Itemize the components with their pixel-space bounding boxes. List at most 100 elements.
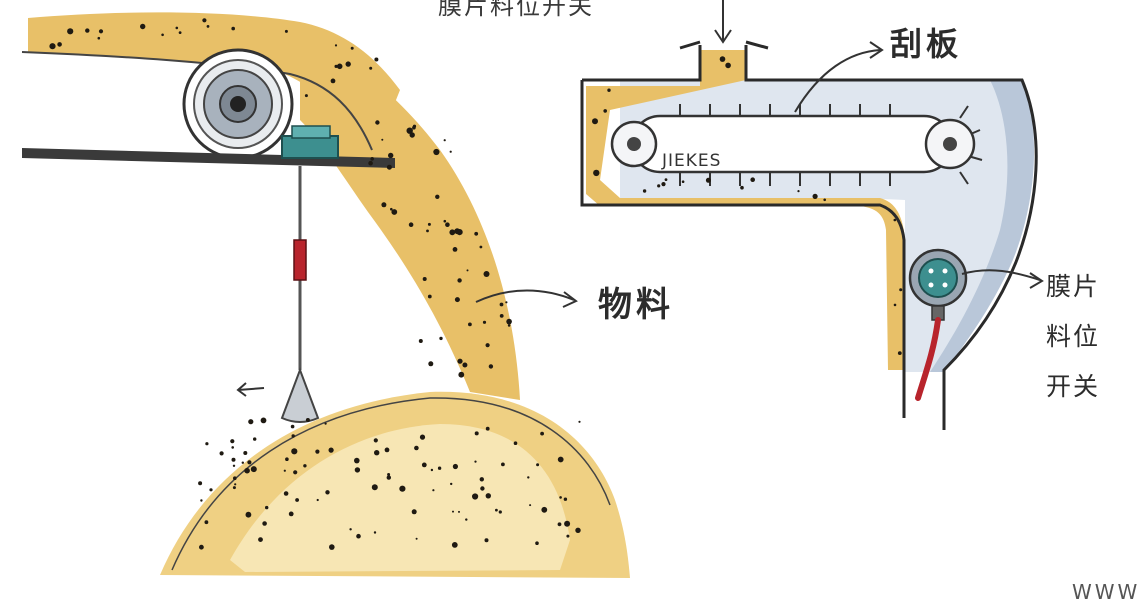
material-speck xyxy=(472,493,478,499)
material-speck xyxy=(200,499,202,501)
material-speck xyxy=(428,223,431,226)
material-speck xyxy=(303,464,306,467)
material-speck xyxy=(420,435,425,440)
material-speck xyxy=(331,79,336,84)
material-label: 物料 xyxy=(598,288,674,324)
material-speck xyxy=(374,450,379,455)
material-speck xyxy=(457,359,462,364)
material-speck xyxy=(433,149,439,155)
material-speck xyxy=(797,190,799,192)
material-speck xyxy=(536,463,539,466)
material-speck xyxy=(251,466,257,472)
material-speck xyxy=(505,301,507,303)
material-speck xyxy=(894,219,897,222)
material-speck xyxy=(559,496,562,499)
material-speck xyxy=(592,118,598,124)
material-speck xyxy=(387,165,392,170)
material-speck xyxy=(457,229,463,235)
material-speck xyxy=(823,199,826,202)
material-speck xyxy=(244,468,250,474)
material-speck xyxy=(98,37,101,40)
material-speck xyxy=(368,161,373,166)
left-sprocket xyxy=(612,122,656,166)
material-speck xyxy=(725,63,731,69)
material-speck xyxy=(455,297,460,302)
material-speck xyxy=(495,509,498,512)
material-speck xyxy=(657,184,660,187)
material-speck xyxy=(508,324,511,327)
material-speck xyxy=(356,534,361,539)
material-speck xyxy=(387,475,391,479)
material-speck xyxy=(603,109,607,113)
material-speck xyxy=(453,247,458,252)
material-speck xyxy=(462,363,467,368)
material-speck xyxy=(458,372,464,378)
material-speck xyxy=(258,537,263,542)
material-speck xyxy=(457,278,461,282)
material-speck xyxy=(898,351,902,355)
material-speck xyxy=(412,509,417,514)
material-speck xyxy=(315,450,319,454)
material-speck xyxy=(293,470,297,474)
material-speck xyxy=(439,337,442,340)
material-speck xyxy=(85,28,89,32)
material-speck xyxy=(349,528,351,530)
tilt-switch-box xyxy=(282,126,338,158)
material-speck xyxy=(426,230,429,233)
material-speck xyxy=(306,418,310,422)
watermark-text: WWW xyxy=(1072,582,1140,603)
material-speck xyxy=(374,438,378,442)
material-speck xyxy=(564,521,570,527)
material-speck xyxy=(593,170,599,176)
material-speck xyxy=(643,189,646,192)
material-speck xyxy=(295,498,299,502)
material-speck xyxy=(566,535,569,538)
material-speck xyxy=(57,42,62,47)
material-speck xyxy=(423,277,427,281)
material-speck xyxy=(385,448,390,453)
inlet-flange xyxy=(680,42,768,48)
inlet-arrow xyxy=(715,0,731,42)
material-speck xyxy=(370,157,374,161)
material-speck xyxy=(354,458,360,464)
scraper-label: 刮板 xyxy=(890,28,962,62)
material-speck xyxy=(486,427,490,431)
material-speck xyxy=(445,222,450,227)
material-speck xyxy=(428,361,433,366)
material-speck xyxy=(291,448,297,454)
cone-weight xyxy=(282,370,318,422)
material-speck xyxy=(527,476,529,478)
material-speck xyxy=(428,295,432,299)
material-speck xyxy=(474,461,476,463)
material-speck xyxy=(506,319,512,325)
material-speck xyxy=(285,457,289,461)
material-speck xyxy=(284,470,286,472)
material-speck xyxy=(231,27,235,31)
material-speck xyxy=(49,43,55,49)
material-speck xyxy=(529,504,531,506)
swing-arrow xyxy=(238,383,264,396)
rod-spring xyxy=(294,240,306,280)
material-speck xyxy=(325,423,327,425)
material-speck xyxy=(388,153,393,158)
material-speck xyxy=(289,512,294,517)
material-speck xyxy=(355,467,360,472)
right-sprocket xyxy=(926,120,974,168)
material-speck xyxy=(444,139,446,141)
material-speck xyxy=(253,437,256,440)
material-speck xyxy=(409,222,414,227)
material-speck xyxy=(335,65,338,68)
material-speck xyxy=(374,58,378,62)
material-speck xyxy=(412,126,416,130)
material-speck xyxy=(483,321,486,324)
material-speck xyxy=(475,431,479,435)
material-speck xyxy=(489,364,493,368)
material-speck xyxy=(450,151,452,153)
material-speck xyxy=(438,467,441,470)
material-speck xyxy=(468,323,472,327)
material-speck xyxy=(899,288,902,291)
material-speck xyxy=(484,271,490,277)
material-speck xyxy=(67,28,73,34)
material-speck xyxy=(329,448,334,453)
material-speck xyxy=(335,44,337,46)
